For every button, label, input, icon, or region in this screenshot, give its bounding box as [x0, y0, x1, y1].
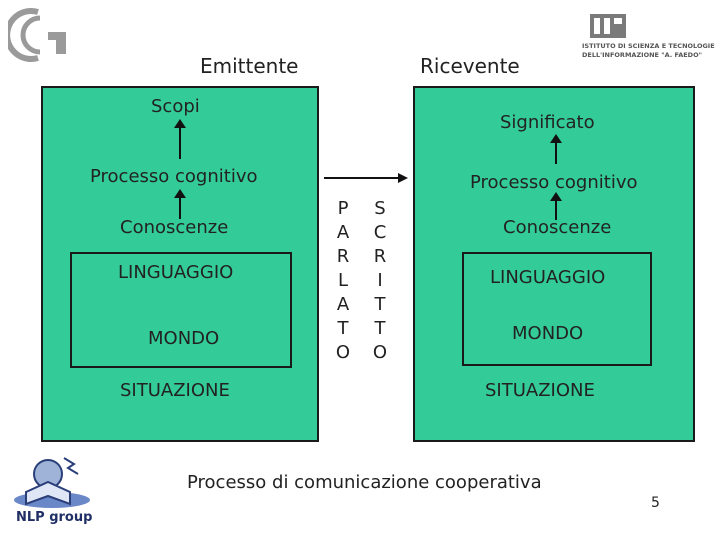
spoken-letters: P A R L A T O [335, 197, 351, 365]
spoken-letter: L [337, 270, 349, 291]
receiver-panel [413, 86, 695, 442]
spoken-letter: O [335, 342, 351, 363]
receiver-goal: Significato [500, 112, 595, 133]
written-letters: S C R I T T O [372, 197, 388, 365]
cnr-logo [8, 8, 70, 62]
sender-world: MONDO [148, 328, 220, 349]
sender-world-box [70, 252, 292, 368]
page-number: 5 [651, 495, 660, 511]
receiver-world: MONDO [512, 323, 584, 344]
written-letter: R [373, 246, 387, 267]
nlp-group-label: NLP group [16, 510, 93, 525]
sender-language-box [70, 252, 290, 255]
nlp-group-logo: NLP group [8, 452, 96, 532]
receiver-language: LINGUAGGIO [490, 267, 606, 288]
receiver-situation: SITUAZIONE [485, 380, 595, 401]
written-letter: T [374, 318, 386, 339]
sender-knowledge: Conoscenze [120, 217, 229, 238]
receiver-knowledge-arrow [550, 192, 562, 220]
receiver-process: Processo cognitivo [470, 172, 638, 193]
receiver-world-box [462, 252, 652, 366]
spoken-letter: A [336, 294, 350, 315]
written-letter: S [374, 198, 386, 219]
isti-logo: ISTITUTO DI SCIENZA E TECNOLOGIE DELL'IN… [582, 10, 715, 66]
isti-logo-line-1: ISTITUTO DI SCIENZA E TECNOLOGIE [582, 42, 715, 50]
written-letter: I [377, 270, 383, 291]
isti-logo-line-2: DELL'INFORMAZIONE "A. FAEDO" [582, 51, 702, 59]
diagram-caption: Processo di comunicazione cooperativa [187, 472, 542, 493]
spoken-letter: P [337, 198, 349, 219]
receiver-goal-arrow [550, 134, 562, 164]
spoken-letter: R [336, 246, 350, 267]
sender-knowledge-arrow [174, 189, 186, 219]
sender-language: LINGUAGGIO [118, 262, 234, 283]
written-letter: T [374, 294, 386, 315]
written-letter: C [373, 222, 387, 243]
receiver-title: Ricevente [420, 54, 520, 78]
communication-arrow [324, 172, 408, 184]
spoken-letter: T [337, 318, 349, 339]
sender-goal-arrow [174, 119, 186, 159]
receiver-knowledge: Conoscenze [503, 217, 612, 238]
spoken-letter: A [336, 222, 350, 243]
sender-process: Processo cognitivo [90, 166, 258, 187]
sender-title: Emittente [200, 54, 299, 78]
sender-goal: Scopi [151, 96, 200, 117]
sender-situation: SITUAZIONE [120, 380, 230, 401]
written-letter: O [372, 342, 388, 363]
